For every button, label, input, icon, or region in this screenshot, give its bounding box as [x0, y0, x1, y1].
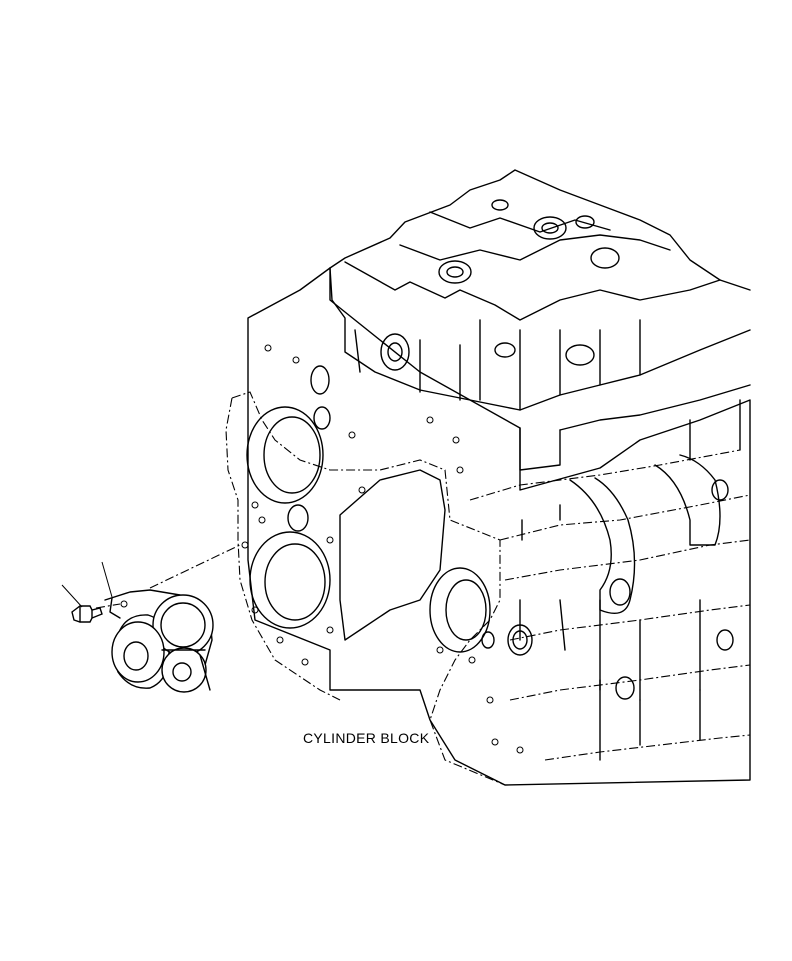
leader-line-pump [101, 561, 113, 598]
front-plate-bolt-holes [241, 344, 524, 754]
oil-pump-assembly [104, 589, 214, 693]
assembly-centerline [149, 544, 241, 589]
bolt [71, 605, 103, 623]
cylinder-block-label: CYLINDER BLOCK [303, 730, 430, 746]
cylinder-block [225, 169, 751, 786]
leader-line-bolt [61, 584, 83, 608]
